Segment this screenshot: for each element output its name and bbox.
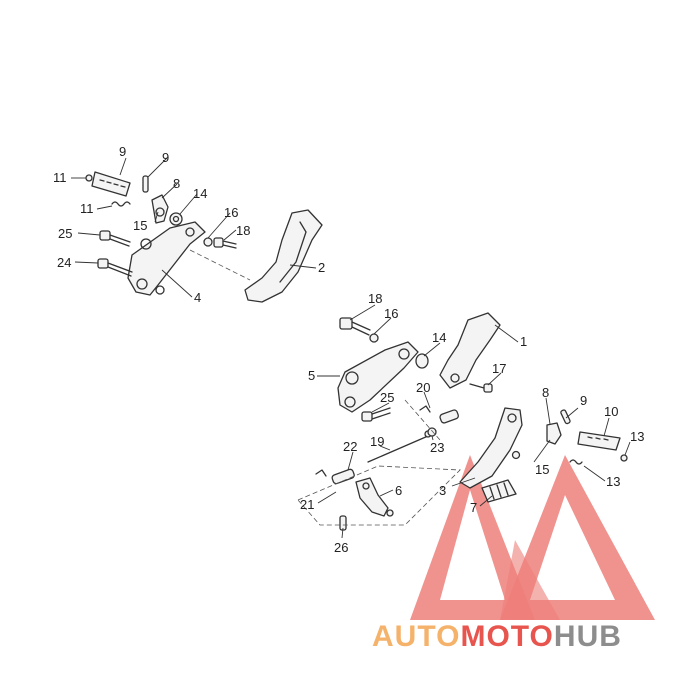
- callout-13-right: 13: [630, 429, 644, 444]
- callout-3: 3: [439, 483, 446, 498]
- washer: [169, 212, 183, 226]
- callout-2: 2: [318, 260, 325, 275]
- left-footrest-assembly: [85, 171, 323, 303]
- callout-10-right: 10: [604, 404, 618, 419]
- brand-moto: MOTO: [460, 620, 553, 653]
- clip: [315, 469, 327, 477]
- callout-11: 11: [80, 201, 94, 216]
- brand-hub: HUB: [554, 620, 622, 653]
- callout-8-left: 8: [173, 176, 180, 191]
- clevis: [546, 422, 562, 445]
- callout-14-left: 14: [193, 186, 207, 201]
- callout-18-right: 18: [368, 291, 382, 306]
- nut: [620, 454, 628, 462]
- callout-14-right: 14: [432, 330, 446, 345]
- callout-18-left: 18: [236, 223, 250, 238]
- footrest-bracket-left: [127, 221, 206, 296]
- washer: [203, 237, 213, 247]
- callout-8-right: 8: [542, 385, 549, 400]
- callout-26: 26: [334, 540, 348, 555]
- nut: [511, 450, 521, 460]
- clip: [419, 405, 431, 413]
- callout-15-right: 15: [535, 462, 549, 477]
- leader-lines: [71, 157, 631, 539]
- right-footrest-assembly: [297, 312, 628, 531]
- callout-10-left: 9: [119, 144, 126, 159]
- spring: [569, 459, 583, 465]
- callout-15-left: 15: [133, 218, 147, 233]
- footpeg-rubber: [91, 171, 131, 197]
- lever-rubber: [481, 479, 517, 503]
- callout-13-left: 11: [53, 170, 67, 185]
- watermark-brand: AUTOMOTOHUB: [372, 620, 622, 653]
- callout-4: 4: [194, 290, 201, 305]
- callout-16-left: 16: [224, 205, 238, 220]
- shift-link-arm: [355, 477, 394, 517]
- washer: [369, 333, 379, 343]
- watermark-logo: [410, 455, 655, 620]
- nut: [85, 174, 93, 182]
- callout-7: 7: [470, 500, 477, 515]
- pivot-pin: [439, 409, 459, 424]
- callout-20: 20: [416, 380, 430, 395]
- callout-23: 23: [430, 440, 444, 455]
- bolt: [213, 237, 237, 249]
- bolt: [339, 515, 347, 531]
- callout-6: 6: [395, 483, 402, 498]
- heel-guard-right: [439, 312, 501, 389]
- callout-9-left: 9: [162, 150, 169, 165]
- brand-auto: AUTO: [372, 620, 460, 653]
- callout-21: 21: [300, 497, 314, 512]
- callout-12: 13: [606, 474, 620, 489]
- callout-16-right: 16: [384, 306, 398, 321]
- svg-text:AUTOMOTOHUB: AUTOMOTOHUB: [372, 620, 622, 653]
- gear-shift-lever: [459, 407, 523, 489]
- rod-end: [427, 427, 437, 437]
- clevis: [151, 194, 169, 224]
- pin: [560, 409, 571, 425]
- callout-25-right: 25: [380, 390, 394, 405]
- pin: [142, 175, 149, 193]
- callout-25-left: 25: [58, 226, 72, 241]
- callout-numbers: 9 11 9 8 11 14 15 16 25 24 18 4 2 1 18 1…: [53, 144, 644, 555]
- pivot-pin: [331, 468, 355, 485]
- spring: [111, 201, 131, 207]
- callout-5: 5: [308, 368, 315, 383]
- bolt: [361, 407, 391, 422]
- washer: [415, 353, 429, 369]
- callout-17: 17: [492, 361, 506, 376]
- footrest-bracket-right: [337, 341, 419, 413]
- bolt: [97, 258, 133, 277]
- callout-22: 22: [343, 439, 357, 454]
- callout-1: 1: [520, 334, 527, 349]
- bolt: [469, 383, 493, 393]
- callout-19: 19: [370, 434, 384, 449]
- bolt: [339, 317, 371, 336]
- bolt: [99, 230, 131, 247]
- heel-guard-left: [244, 209, 323, 303]
- footpeg-rubber: [577, 431, 621, 451]
- callout-24: 24: [57, 255, 71, 270]
- callout-9-right: 9: [580, 393, 587, 408]
